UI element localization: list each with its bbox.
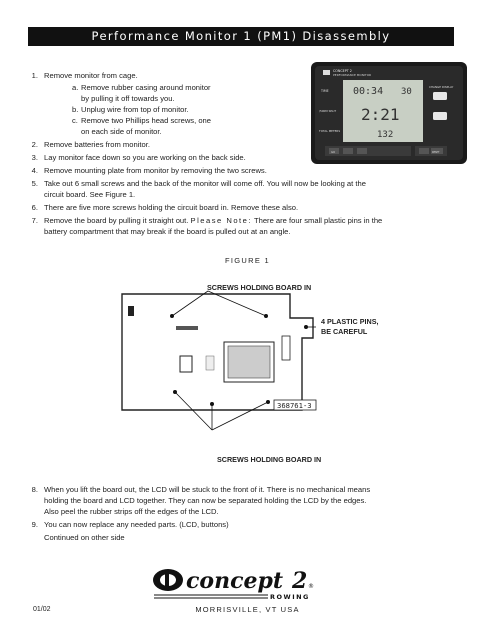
- svg-text:PERFORMANCE MONITOR: PERFORMANCE MONITOR: [333, 73, 371, 77]
- date-code: 01/02: [33, 606, 51, 613]
- figure-label: FIGURE 1: [225, 256, 270, 265]
- svg-text:TOTAL METERS: TOTAL METERS: [318, 129, 340, 133]
- screws-bottom-label: SCREWS HOLDING BOARD IN: [217, 455, 322, 464]
- monitor-photo: CONCEPT 2 PERFORMANCE MONITOR TIME /500M…: [311, 62, 467, 164]
- svg-text:132: 132: [377, 130, 393, 140]
- concept2-logo: concept 2 ® ROWING: [153, 568, 314, 601]
- svg-text:00:34: 00:34: [353, 86, 383, 97]
- svg-text:CONCEPT 2: CONCEPT 2: [333, 69, 352, 73]
- note-label: Please Note:: [190, 216, 252, 225]
- pins-label-2: BE CAREFUL: [321, 327, 368, 336]
- svg-text:TIME: TIME: [320, 89, 329, 93]
- location: MORRISVILLE, VT USA: [195, 605, 300, 614]
- svg-text:/500M SPLIT: /500M SPLIT: [319, 109, 336, 113]
- circuit-board-figure: [121, 290, 317, 431]
- part-number: 368761-3: [277, 401, 312, 410]
- page-title: Performance Monitor 1 (PM1) Disassembly: [28, 27, 454, 46]
- lcd-screen: [343, 80, 423, 142]
- screws-top-label: SCREWS HOLDING BOARD IN: [207, 283, 312, 292]
- svg-text:®: ®: [308, 583, 314, 590]
- svg-text:ROWING: ROWING: [270, 593, 310, 601]
- svg-text:30: 30: [401, 87, 412, 97]
- svg-text:2:21: 2:21: [361, 105, 400, 124]
- svg-text:RESET: RESET: [432, 151, 440, 154]
- pins-label-1: 4 PLASTIC PINS,: [321, 317, 379, 326]
- svg-text:concept: concept: [186, 568, 283, 594]
- svg-text:GO: GO: [331, 150, 335, 154]
- svg-text:CHANGE DISPLAY: CHANGE DISPLAY: [429, 85, 454, 89]
- svg-text:2: 2: [291, 568, 307, 594]
